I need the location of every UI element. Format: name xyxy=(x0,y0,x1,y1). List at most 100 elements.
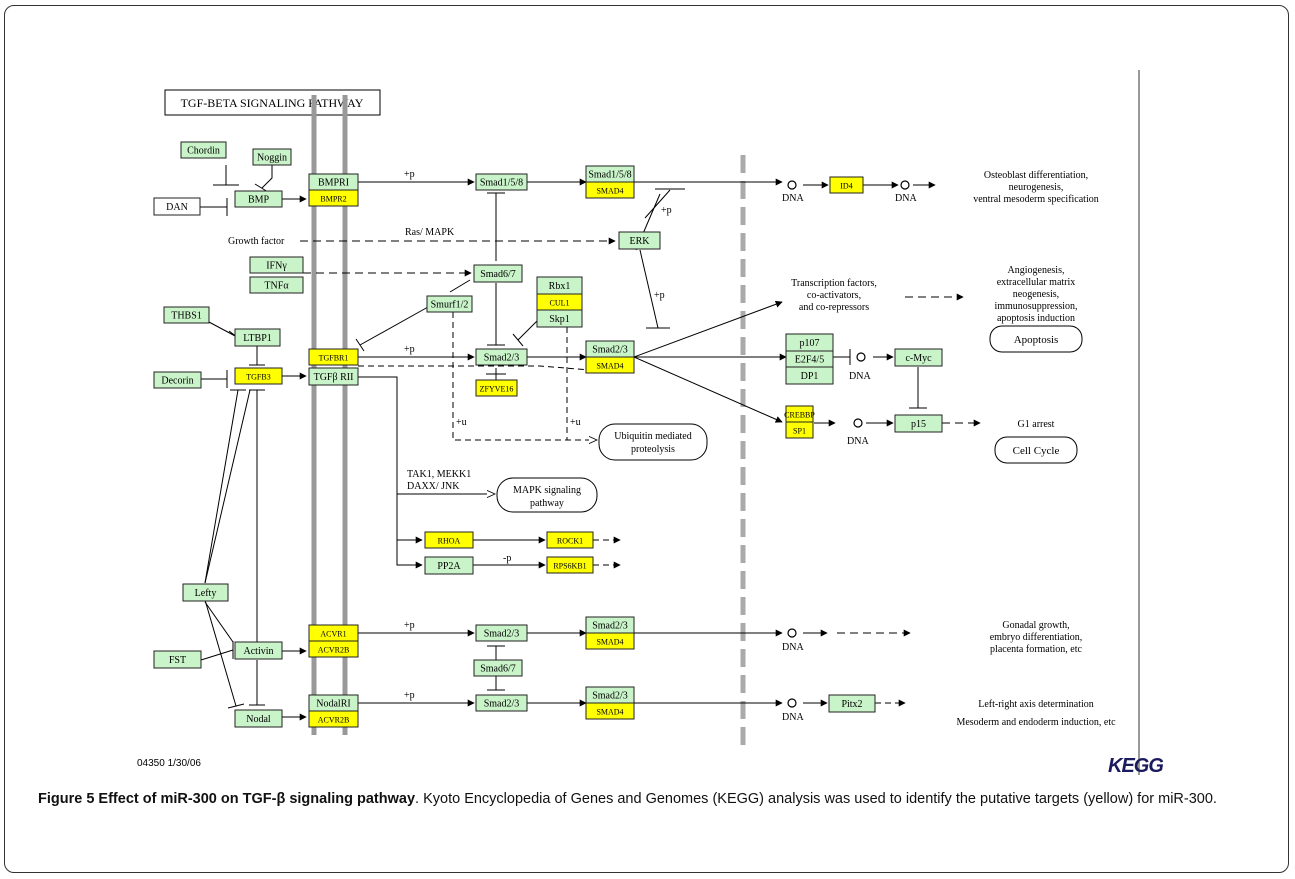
gene-erk[interactable]: ERK xyxy=(618,231,661,250)
gene-fst[interactable]: FST xyxy=(153,650,202,669)
gene-ltbp1[interactable]: LTBP1 xyxy=(234,328,281,347)
footer-id: 04350 1/30/06 xyxy=(137,758,201,769)
edge-erk-smad23 xyxy=(639,249,670,329)
gene-pp2a[interactable]: PP2A xyxy=(424,556,474,575)
gene-smad67-b[interactable]: Smad6/7 xyxy=(473,659,523,677)
gene-smad23-c[interactable]: Smad2/3 xyxy=(475,624,528,642)
gene-rock1[interactable]: ROCK1 xyxy=(546,531,594,549)
label-dna: DNA xyxy=(782,642,804,653)
gene-zfyve16[interactable]: ZFYVE16 xyxy=(475,379,518,397)
edge-tgfbr-dashed xyxy=(358,365,591,371)
gene-acvr2b-b[interactable]: ACVR2B xyxy=(308,710,359,728)
gene-smad4-b[interactable]: SMAD4 xyxy=(585,356,635,374)
gene-smad4-a[interactable]: SMAD4 xyxy=(585,181,635,199)
edge-e2f-dna xyxy=(833,349,851,365)
gene-tnfa[interactable]: TNFα xyxy=(249,276,304,294)
dna-circle xyxy=(853,418,863,428)
label-angiogenesis: apoptosis induction xyxy=(997,313,1075,324)
gene-label: SMAD4 xyxy=(596,638,623,647)
label-ubiquitination: +u xyxy=(456,417,467,428)
gene-smad23-e[interactable]: Smad2/3 xyxy=(475,694,528,712)
gene-id4[interactable]: ID4 xyxy=(829,176,864,194)
gene-smad4-c[interactable]: SMAD4 xyxy=(585,632,635,650)
gene-skp1[interactable]: Skp1 xyxy=(536,309,583,328)
gene-smad23-b[interactable]: Smad2/3 xyxy=(585,340,635,358)
gene-box xyxy=(249,256,304,274)
gene-cul1[interactable]: CUL1 xyxy=(536,293,583,311)
gene-box xyxy=(894,414,943,433)
gene-tgfbr1[interactable]: TGFBR1 xyxy=(308,348,359,366)
gene-smad23-a[interactable]: Smad2/3 xyxy=(475,348,528,366)
gene-box xyxy=(585,181,635,199)
edge-tgfbrii-mapk xyxy=(351,376,495,494)
gene-rps6kb1[interactable]: RPS6KB1 xyxy=(546,556,594,574)
gene-pitx2[interactable]: Pitx2 xyxy=(828,694,876,713)
gene-acvr2b-a[interactable]: ACVR2B xyxy=(308,640,359,658)
gene-box xyxy=(426,295,473,313)
gene-box xyxy=(546,556,594,574)
edge-activin-nodal xyxy=(249,660,265,706)
pathway-ubiquitin[interactable]: Ubiquitin mediated proteolysis xyxy=(598,423,708,461)
pathway-apoptosis[interactable]: Apoptosis xyxy=(989,325,1083,353)
edge-fst-activin xyxy=(200,641,234,661)
gene-label: Lefty xyxy=(195,588,217,599)
gene-box xyxy=(618,231,661,250)
gene-label: ID4 xyxy=(840,182,852,191)
gene-bmp[interactable]: BMP xyxy=(234,190,283,208)
edge-cmyc-p15 xyxy=(909,367,927,409)
edge-tgfb3-lefty xyxy=(204,389,251,584)
gene-chordin[interactable]: Chordin xyxy=(180,141,227,159)
gene-cmyc[interactable]: c-Myc xyxy=(894,348,943,367)
gene-box xyxy=(424,556,474,575)
gene-crebbp[interactable]: CREBBP xyxy=(784,405,815,423)
label-dna: DNA xyxy=(847,436,869,447)
gene-tgfb3[interactable]: TGFB3 xyxy=(234,367,283,385)
gene-bmpr2[interactable]: BMPR2 xyxy=(308,189,359,207)
gene-activin[interactable]: Activin xyxy=(234,641,283,660)
gene-smad158-a[interactable]: Smad1/5/8 xyxy=(475,173,528,191)
gene-thbs1[interactable]: THBS1 xyxy=(163,306,210,324)
gene-lefty[interactable]: Lefty xyxy=(182,583,229,602)
gene-label: TGFβ RII xyxy=(314,372,354,383)
pathway-mapk[interactable]: MAPK signaling pathway xyxy=(496,477,598,513)
gene-box xyxy=(894,348,943,367)
gene-dp1[interactable]: DP1 xyxy=(785,366,834,385)
gene-label: Smad2/3 xyxy=(592,345,628,356)
pathway-cellcycle[interactable]: Cell Cycle xyxy=(994,436,1078,464)
gene-dan[interactable]: DAN xyxy=(153,197,201,216)
gene-box xyxy=(234,641,283,660)
gene-rhoa[interactable]: RHOA xyxy=(424,531,474,549)
gene-noggin[interactable]: Noggin xyxy=(252,148,292,166)
label-left-right: Left-right axis determination xyxy=(978,699,1094,710)
gene-nodalri[interactable]: NodalRI xyxy=(308,694,359,712)
edge-smurf-ubiquitin xyxy=(452,312,597,440)
gene-nodal[interactable]: Nodal xyxy=(234,709,283,728)
gene-e2f45[interactable]: E2F4/5 xyxy=(785,350,834,368)
gene-p15[interactable]: p15 xyxy=(894,414,943,433)
gene-p107[interactable]: p107 xyxy=(785,333,834,352)
gene-smad4-d[interactable]: SMAD4 xyxy=(585,702,635,720)
gene-smurf[interactable]: Smurf1/2 xyxy=(426,295,473,313)
gene-acvr1[interactable]: ACVR1 xyxy=(308,624,359,642)
gene-rbx1[interactable]: Rbx1 xyxy=(536,276,583,295)
label-phos: +p xyxy=(654,290,665,301)
gene-smad23-d[interactable]: Smad2/3 xyxy=(585,616,635,634)
gene-smad158-b[interactable]: Smad1/5/8 xyxy=(585,165,635,183)
gene-box xyxy=(153,371,202,389)
gene-tgfbrii[interactable]: TGFβ RII xyxy=(308,367,359,386)
label-dna: DNA xyxy=(782,712,804,723)
gene-sp1[interactable]: SP1 xyxy=(785,421,814,439)
gene-bmpri[interactable]: BMPRI xyxy=(308,173,359,191)
kegg-logo: KEGG xyxy=(1108,755,1163,777)
gene-smad67-a[interactable]: Smad6/7 xyxy=(473,264,523,283)
pathway-mapk-line1: MAPK signaling xyxy=(513,485,581,496)
edge-decorin-tgfb3 xyxy=(201,370,228,388)
gene-label: E2F4/5 xyxy=(795,355,824,366)
gene-label: BMP xyxy=(248,195,270,206)
gene-ifng[interactable]: IFNγ xyxy=(249,256,304,274)
gene-label: CUL1 xyxy=(550,299,570,308)
gene-label: Skp1 xyxy=(549,314,570,325)
gene-decorin[interactable]: Decorin xyxy=(153,371,202,389)
caption-text: . Kyoto Encyclopedia of Genes and Genome… xyxy=(415,791,1217,807)
gene-smad23-f[interactable]: Smad2/3 xyxy=(585,686,635,704)
